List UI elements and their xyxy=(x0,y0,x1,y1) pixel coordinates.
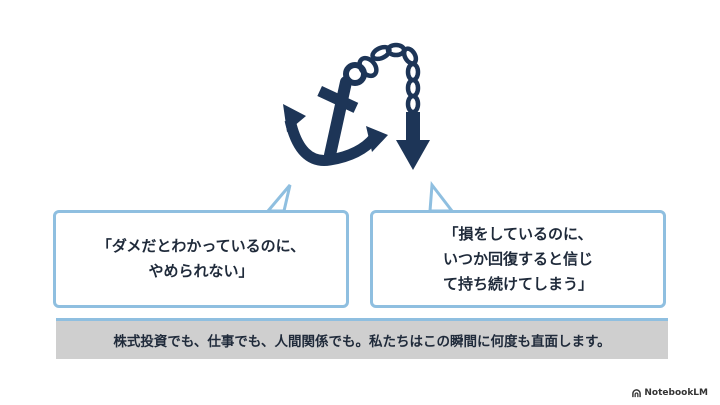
left-bubble-pointer xyxy=(264,184,292,213)
downward-arrow-weight-icon xyxy=(396,112,430,170)
right-speech-bubble: 「損をしているのに、 いつか回復すると信じ て持ち続けてしまう」 xyxy=(370,210,666,308)
brand-label: NotebookLM xyxy=(644,388,708,398)
left-bubble-line-1: 「ダメだとわかっているのに、 xyxy=(96,237,306,255)
notebooklm-icon xyxy=(632,388,642,397)
chain-icon xyxy=(357,42,421,115)
left-bubble-line-2: やめられない」 xyxy=(148,262,254,280)
caption-divider xyxy=(56,318,668,321)
right-bubble-line-2: いつか回復すると信じ xyxy=(442,249,593,268)
right-bubble-line-3: て持ち続けてしまう」 xyxy=(442,274,593,293)
anchor-icon xyxy=(283,62,388,166)
caption-bar: 株式投資でも、仕事でも、人間関係でも。私たちはこの瞬間に何度も直面します。 xyxy=(56,321,668,359)
notebooklm-watermark: NotebookLM xyxy=(632,388,708,398)
right-bubble-line-1: 「損をしているのに、 xyxy=(443,224,593,243)
left-speech-bubble: 「ダメだとわかっているのに、 やめられない」 xyxy=(53,210,349,308)
right-bubble-pointer xyxy=(428,180,456,213)
